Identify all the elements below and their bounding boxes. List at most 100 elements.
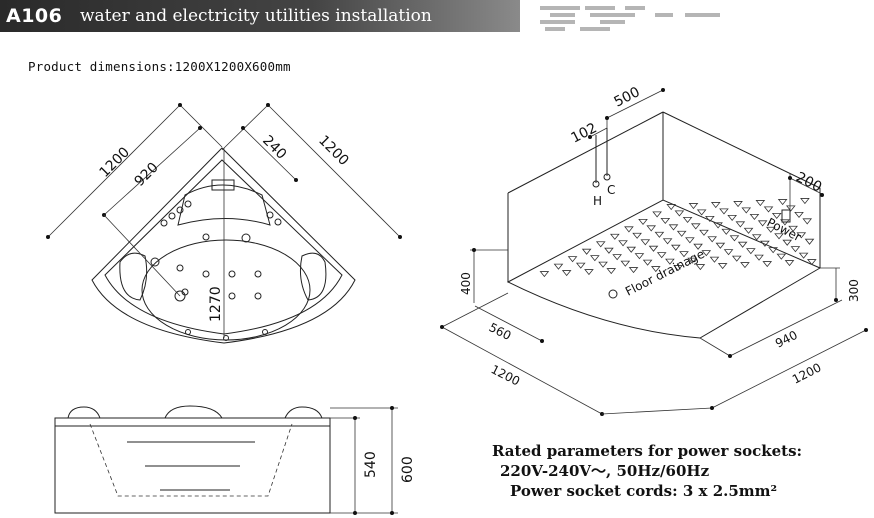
floor-tile-mark bbox=[804, 238, 815, 245]
floor-tile-mark bbox=[652, 211, 662, 218]
floor-tile-mark bbox=[696, 209, 707, 216]
floor-tile-mark bbox=[806, 259, 817, 266]
floor-tile-mark bbox=[598, 261, 608, 268]
floor-tile-mark bbox=[723, 249, 734, 256]
model-number: A106 bbox=[6, 5, 63, 27]
floor-tile-mark bbox=[539, 271, 550, 278]
floor-tile-mark bbox=[650, 266, 661, 273]
floor-tile-mark bbox=[735, 221, 746, 228]
floor-drainage-label: Floor drainage bbox=[623, 247, 707, 299]
jets bbox=[150, 200, 282, 341]
floor-tile-mark bbox=[668, 224, 679, 231]
floor-tile-mark bbox=[679, 251, 689, 258]
floor-tile-mark bbox=[774, 233, 784, 240]
floor-tile-mark bbox=[634, 253, 645, 260]
dim-540: 540 bbox=[363, 451, 379, 478]
cold-label: C bbox=[607, 183, 615, 197]
floor-tile-mark bbox=[670, 244, 681, 251]
power-socket-icon bbox=[781, 209, 791, 223]
floor-tile-mark bbox=[798, 252, 809, 259]
floor-tile-mark bbox=[654, 231, 665, 238]
page-title: water and electricity utilities installa… bbox=[80, 6, 432, 26]
floor-tile-mark bbox=[785, 205, 796, 212]
floor-tile-mark bbox=[620, 260, 631, 267]
floor-tile-mark bbox=[695, 264, 706, 271]
floor-tile-mark bbox=[618, 240, 628, 247]
floor-tile-mark bbox=[777, 199, 788, 206]
dim-920: 920 bbox=[132, 160, 162, 190]
floor-tile-mark bbox=[709, 256, 720, 263]
floor-drain-icon bbox=[608, 289, 618, 299]
header-banner: A106 water and electricity utilities ins… bbox=[0, 0, 874, 32]
floor-tile-mark bbox=[604, 247, 614, 254]
floor-tile-mark bbox=[796, 232, 807, 239]
header-bar bbox=[0, 0, 520, 32]
floor-tile-mark bbox=[662, 238, 673, 245]
floor-tile-mark bbox=[705, 215, 715, 223]
dim-400: 400 bbox=[459, 272, 473, 295]
floor-tile-mark bbox=[701, 250, 712, 257]
dim-102: 102 bbox=[569, 120, 600, 146]
floor-tile-mark bbox=[784, 260, 795, 267]
floor-tile-mark bbox=[721, 228, 732, 235]
dim-500: 500 bbox=[612, 84, 643, 110]
floor-tile-mark bbox=[802, 218, 813, 225]
floor-tile-mark bbox=[699, 229, 709, 236]
floor-tile-mark bbox=[646, 225, 657, 232]
floor-tile-mark bbox=[688, 203, 699, 210]
floor-tile-mark bbox=[715, 242, 726, 249]
floor-tile-mark bbox=[561, 270, 572, 277]
floor-tile-mark bbox=[638, 218, 648, 226]
iso-view: Floor drainage H C 500 102 200 Power 400… bbox=[440, 84, 868, 416]
floor-tile-mark bbox=[743, 227, 754, 234]
hot-label: H bbox=[593, 194, 602, 208]
floor-tile-mark bbox=[628, 267, 639, 274]
floor-tile-mark bbox=[676, 230, 687, 237]
floor-tile-mark bbox=[624, 226, 634, 233]
dim-1270: 1270 bbox=[208, 286, 224, 322]
floor-tile-mark bbox=[751, 234, 762, 241]
floor-tile-mark bbox=[719, 208, 729, 215]
floor-tile-mark bbox=[632, 232, 642, 239]
floor-tile-mark bbox=[707, 236, 718, 243]
floor-tile-mark bbox=[794, 211, 804, 219]
product-dimensions: Product dimensions:1200X1200X600mm bbox=[28, 59, 291, 74]
floor-tile-mark bbox=[782, 239, 793, 246]
floor-tile-mark bbox=[690, 223, 701, 230]
floor-tile-mark bbox=[656, 252, 667, 259]
floor-tile-mark bbox=[754, 254, 764, 261]
dim-300: 300 bbox=[847, 279, 861, 302]
floor-tile-mark bbox=[666, 204, 677, 211]
floor-tile-mark bbox=[553, 263, 564, 270]
side-view: 540 600 bbox=[54, 405, 416, 515]
cold-pipe-icon bbox=[603, 173, 611, 181]
floor-tile-mark bbox=[755, 200, 766, 207]
floor-tile-mark bbox=[717, 263, 728, 270]
floor-tile-mark bbox=[682, 216, 693, 224]
dim-1200-left: 1200 bbox=[97, 144, 134, 181]
floor-tile-mark bbox=[727, 214, 737, 222]
power-parameters: Rated parameters for power sockets: 220V… bbox=[492, 441, 802, 501]
floor-tile-mark bbox=[746, 248, 756, 255]
floor-tile-mark bbox=[765, 226, 776, 233]
floor-tile-mark bbox=[790, 246, 801, 253]
floor-tile-mark bbox=[590, 255, 600, 262]
floor-tile-mark bbox=[713, 222, 723, 229]
floor-tile-mark bbox=[640, 239, 651, 246]
floor-tile-mark bbox=[584, 269, 594, 276]
hot-pipe-icon bbox=[592, 180, 600, 188]
dim-1200-left-floor: 1200 bbox=[489, 362, 523, 388]
floor-tile-mark bbox=[575, 262, 586, 269]
dim-940: 940 bbox=[773, 328, 800, 351]
floor-tile-mark bbox=[626, 246, 637, 253]
floor-tile-mark bbox=[768, 247, 778, 254]
floor-tile-mark bbox=[740, 262, 750, 269]
params-voltage: 220V-240V～, 50Hz/60Hz bbox=[500, 462, 710, 480]
floor-tile-mark bbox=[673, 265, 683, 272]
floor-tile-mark bbox=[771, 212, 782, 220]
floor-tile-mark bbox=[749, 213, 760, 221]
dim-1200-right-floor: 1200 bbox=[790, 360, 824, 386]
floor-tile-mark bbox=[693, 243, 703, 250]
floor-tile-mark bbox=[733, 201, 743, 208]
